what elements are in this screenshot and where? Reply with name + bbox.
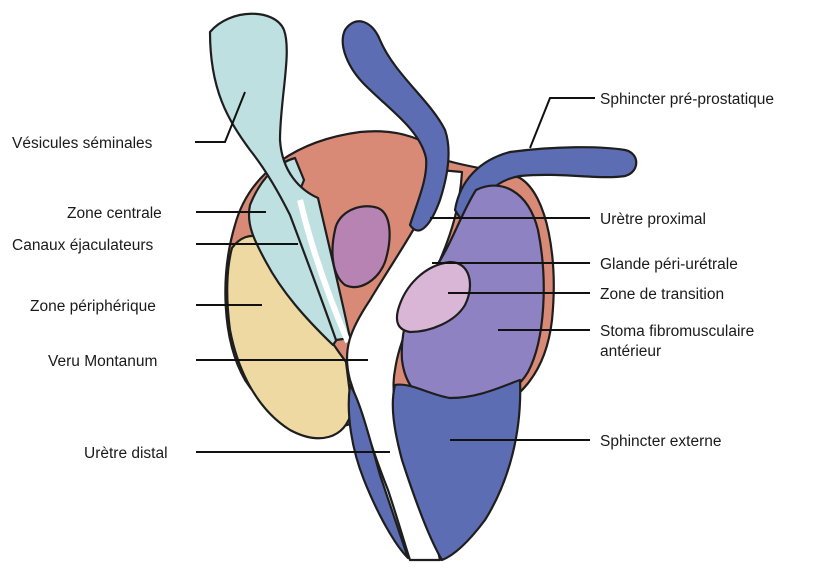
label-vesicules-seminales: Vésicules séminales: [12, 135, 153, 152]
label-glande-peri-uretrale: Glande péri-urétrale: [600, 256, 738, 273]
label-uretre-distal: Urètre distal: [84, 445, 168, 462]
label-uretre-proximal: Urètre proximal: [600, 211, 706, 228]
label-zone-peripherique: Zone périphérique: [30, 298, 156, 315]
label-sphincter-pre-prostatique: Sphincter pré-prostatique: [600, 91, 774, 108]
label-veru-montanum: Veru Montanum: [48, 353, 157, 370]
label-zone-de-transition: Zone de transition: [600, 286, 724, 303]
label-zone-centrale: Zone centrale: [67, 205, 162, 222]
leader-sphincter-pre: [530, 98, 595, 148]
label-stoma-fibromusculaire: Stoma fibromusculaire: [600, 323, 754, 340]
label-sphincter-externe: Sphincter externe: [600, 433, 722, 450]
label-canaux-ejaculateurs: Canaux éjaculateurs: [12, 237, 154, 254]
label-anterieur: antérieur: [600, 343, 661, 360]
